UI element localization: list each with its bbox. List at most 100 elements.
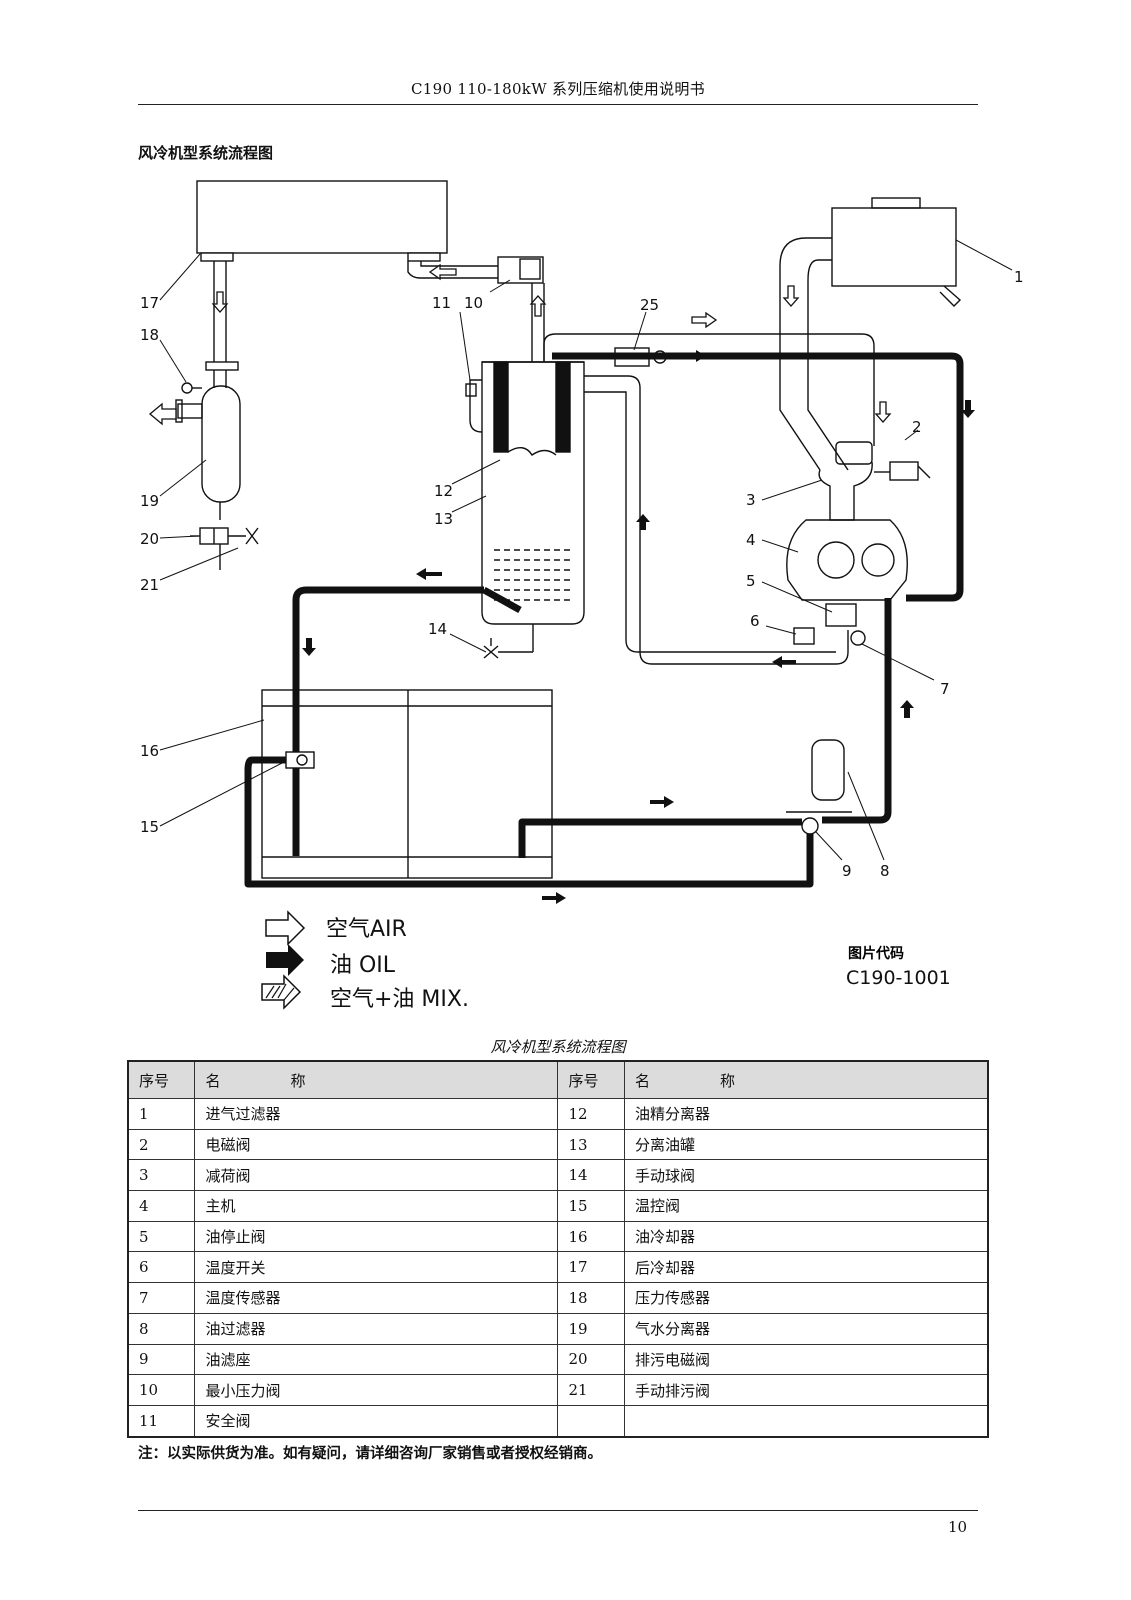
cell-no-right: 12 xyxy=(557,1098,625,1130)
callout-21: 21 xyxy=(140,576,159,594)
cell-name-left: 温度开关 xyxy=(194,1251,559,1284)
callout-13: 13 xyxy=(434,510,453,528)
callout-18: 18 xyxy=(140,326,159,344)
cell-no-right: 14 xyxy=(557,1159,625,1192)
cell-no-left: 2 xyxy=(127,1128,196,1161)
callout-14: 14 xyxy=(428,620,447,638)
code-value: C190-1001 xyxy=(846,967,951,989)
cell-name-right: 手动排污阀 xyxy=(623,1374,989,1406)
callout-9: 9 xyxy=(842,862,852,880)
cell-name-left: 油过滤器 xyxy=(194,1312,559,1345)
callout-5: 5 xyxy=(746,572,756,590)
cell-no-left: 6 xyxy=(127,1251,196,1284)
cell-name-left: 主机 xyxy=(194,1190,559,1222)
callout-15: 15 xyxy=(140,818,159,836)
legend: 空气AIR 油 OIL 空气+油 MIX. xyxy=(261,910,469,1012)
cell-name-left: 油滤座 xyxy=(194,1343,559,1376)
cell-no-right: 16 xyxy=(557,1220,625,1253)
legend-mix: 空气+油 MIX. xyxy=(330,987,469,1012)
cell-no-left: 5 xyxy=(127,1220,196,1253)
cell-no-right: 15 xyxy=(557,1190,625,1222)
cell-no-left: 9 xyxy=(127,1343,196,1376)
cell-name-left: 进气过滤器 xyxy=(194,1098,559,1130)
footer-rule xyxy=(138,1510,978,1511)
flow-diagram: 1 2 3 4 5 6 7 8 9 10 11 12 13 14 15 16 1… xyxy=(140,180,1024,1012)
cell-no-left: 4 xyxy=(127,1190,196,1222)
cell-name-right: 手动球阀 xyxy=(623,1159,989,1192)
header-name-right: 名称 xyxy=(623,1060,989,1099)
cell-no-left: 3 xyxy=(127,1159,196,1192)
separator-tank xyxy=(481,361,585,625)
callout-19: 19 xyxy=(140,492,159,510)
legend-oil: 油 OIL xyxy=(330,953,396,978)
cell-name-right: 排污电磁阀 xyxy=(623,1343,989,1376)
cell-no-right: 18 xyxy=(557,1282,625,1314)
air-arrow-icon xyxy=(265,910,306,946)
cell-name-right: 油精分离器 xyxy=(623,1098,989,1130)
code-label: 图片代码 xyxy=(848,945,904,962)
callout-4: 4 xyxy=(746,531,756,549)
callout-10: 10 xyxy=(464,294,483,312)
header-rule xyxy=(138,104,978,105)
callout-20: 20 xyxy=(140,530,159,548)
callout-16: 16 xyxy=(140,742,159,760)
page-number: 10 xyxy=(948,1518,968,1536)
callout-11: 11 xyxy=(432,294,451,312)
callout-2: 2 xyxy=(912,418,922,436)
cell-name-right xyxy=(623,1404,989,1438)
header-no-right: 序号 xyxy=(557,1060,625,1099)
callout-25: 25 xyxy=(640,296,659,314)
cell-name-left: 减荷阀 xyxy=(194,1159,559,1192)
compressor xyxy=(786,519,908,601)
cell-no-right: 17 xyxy=(557,1251,625,1284)
callout-7: 7 xyxy=(940,680,950,698)
callout-17: 17 xyxy=(140,294,159,312)
header-name-left: 名称 xyxy=(194,1060,559,1099)
section-title: 风冷机型系统流程图 xyxy=(138,144,274,162)
cell-no-right: 13 xyxy=(557,1128,625,1161)
oil-filter xyxy=(811,739,845,801)
legend-air: 空气AIR xyxy=(326,917,407,942)
page-header: C190 110-180kW 系列压缩机使用说明书 xyxy=(411,80,705,98)
cell-name-left: 安全阀 xyxy=(194,1404,559,1438)
cell-name-left: 温度传感器 xyxy=(194,1282,559,1314)
cell-name-right: 压力传感器 xyxy=(623,1282,989,1314)
cell-no-left: 11 xyxy=(127,1404,196,1438)
cell-name-right: 后冷却器 xyxy=(623,1251,989,1284)
callout-6: 6 xyxy=(750,612,760,630)
figure-caption: 风冷机型系统流程图 xyxy=(490,1038,626,1056)
oil-cooler xyxy=(261,689,553,879)
cell-name-left: 最小压力阀 xyxy=(194,1374,559,1406)
cell-no-left: 8 xyxy=(127,1312,196,1345)
cell-name-right: 温控阀 xyxy=(623,1190,989,1222)
cell-no-left: 1 xyxy=(127,1098,196,1130)
callout-8: 8 xyxy=(880,862,890,880)
cell-name-left: 电磁阀 xyxy=(194,1128,559,1161)
after-cooler xyxy=(196,180,448,254)
cell-no-left: 7 xyxy=(127,1282,196,1314)
cell-name-right: 气水分离器 xyxy=(623,1312,989,1345)
oil-arrow-icon xyxy=(266,944,304,976)
cell-no-right: 21 xyxy=(557,1374,625,1406)
cell-name-right: 油冷却器 xyxy=(623,1220,989,1253)
cell-no-right xyxy=(557,1404,625,1438)
water-separator xyxy=(201,385,241,503)
cell-name-left: 油停止阀 xyxy=(194,1220,559,1253)
cell-no-right: 20 xyxy=(557,1343,625,1376)
header-no-left: 序号 xyxy=(127,1060,196,1099)
cell-no-right: 19 xyxy=(557,1312,625,1345)
cell-no-left: 10 xyxy=(127,1374,196,1406)
callout-12: 12 xyxy=(434,482,453,500)
